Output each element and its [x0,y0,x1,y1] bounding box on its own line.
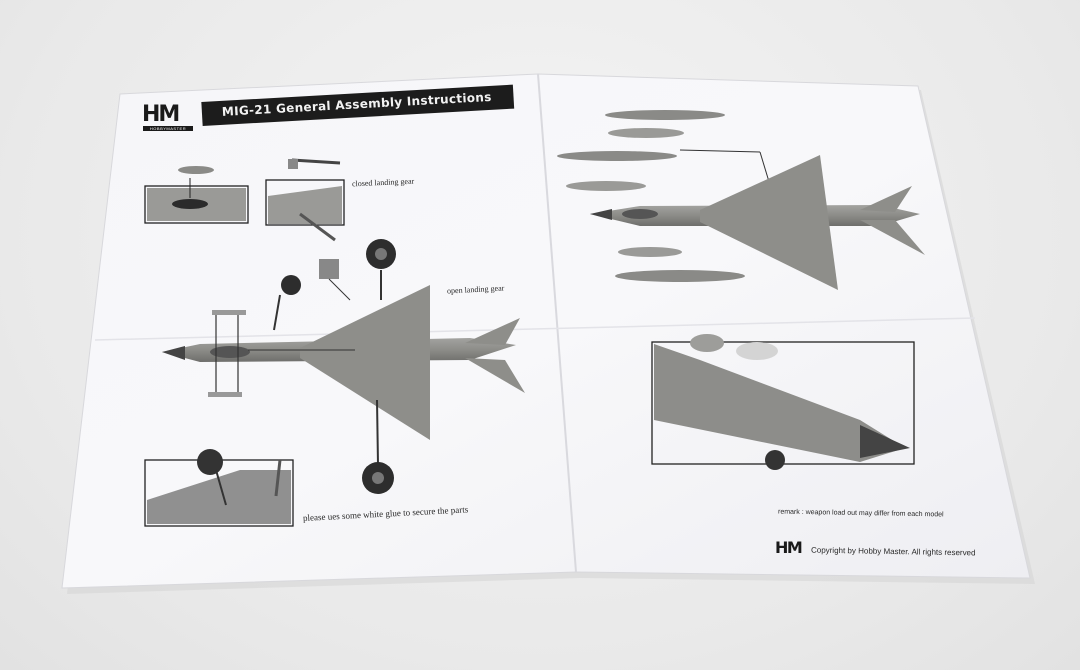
brand-logo: HM [142,102,180,127]
center-fold [537,73,577,573]
inset-closed-gear-1 [144,185,249,224]
footer-logo: HM [775,538,803,557]
mig21-top-view-right [590,155,925,290]
inset-closed-gear-2 [265,179,345,226]
mig21-top-view-left [162,285,525,494]
brand-subtitle: HOBBYMASTER [143,126,193,131]
